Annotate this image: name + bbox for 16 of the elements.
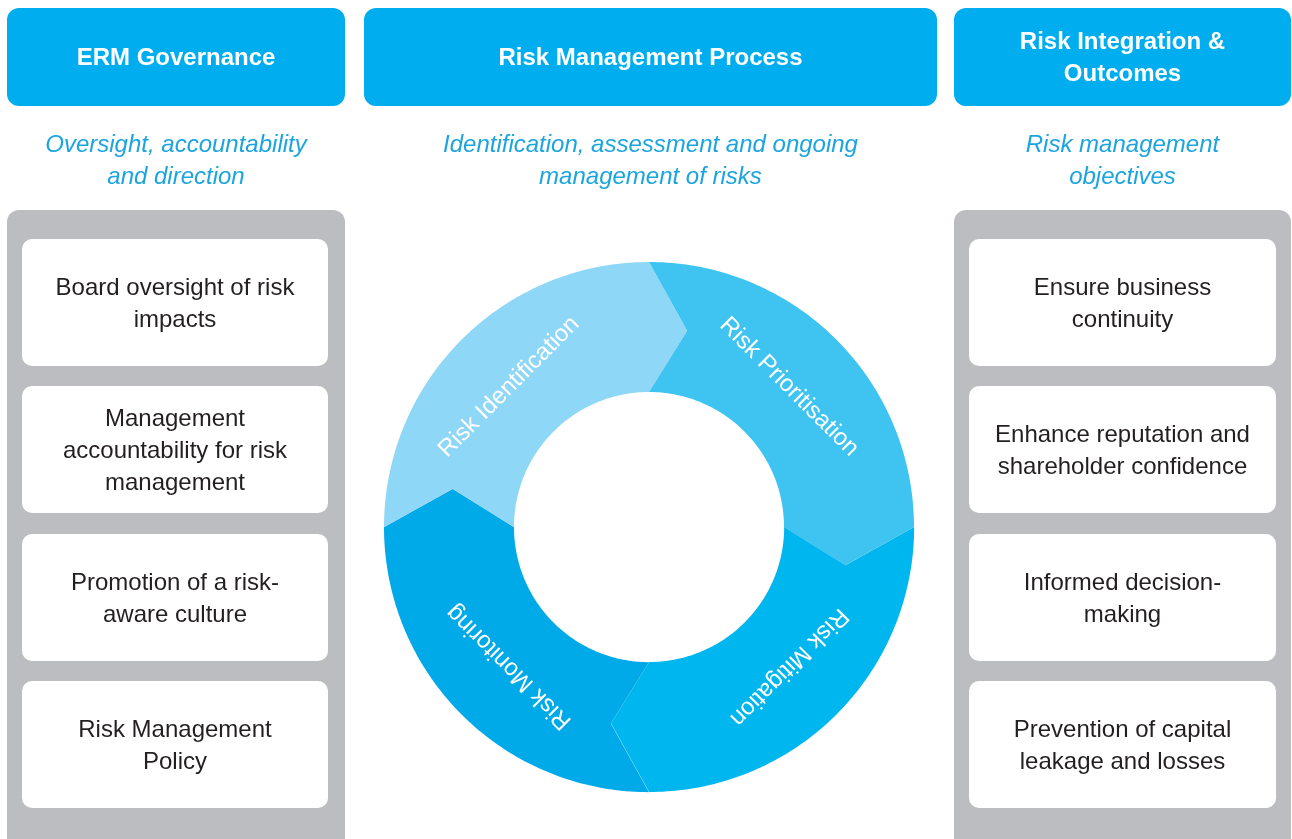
column-subtitle: Identification, assessment and ongoing management of risks [442,129,859,191]
column-subtitle: Risk management objectives [1024,129,1221,191]
column-panel [954,210,1291,839]
column-header: ERM Governance [7,8,345,106]
item-card: Board oversight of risk impacts [22,239,328,366]
column-header: Risk Integration & Outcomes [954,8,1291,106]
item-card: Informed decision-making [969,534,1276,661]
item-card: Prevention of capital leakage and losses [969,681,1276,808]
column-panel [7,210,345,839]
item-card: Risk Management Policy [22,681,328,808]
column-header: Risk Management Process [364,8,937,106]
column-subtitle: Oversight, accountability and direction [44,129,309,191]
item-card: Ensure business continuity [969,239,1276,366]
item-card: Promotion of a risk-aware culture [22,534,328,661]
item-card: Enhance reputation and shareholder confidence [969,386,1276,513]
item-card: Management accountability for risk management [22,386,328,513]
